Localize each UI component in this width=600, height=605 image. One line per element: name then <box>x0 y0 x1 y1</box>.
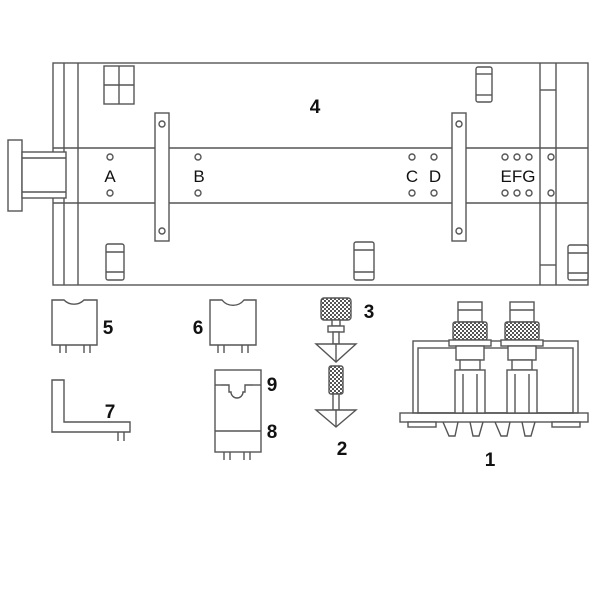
screw-part-2 <box>314 365 358 428</box>
base-plate-part-4 <box>52 62 589 286</box>
part-label-8: 8 <box>267 422 278 443</box>
part-label-3: 3 <box>364 302 375 323</box>
part-label-2: 2 <box>337 439 348 460</box>
jaw-block-part-5 <box>51 299 98 353</box>
clamp-screw-right <box>494 301 544 437</box>
position-label-efg: EFG <box>501 167 536 186</box>
left-end-stub <box>7 139 67 212</box>
clamp-assembly-part-1 <box>399 301 589 437</box>
part-label-9: 9 <box>267 375 278 396</box>
jaw-block-part-6 <box>209 299 257 353</box>
pad-bottom-right <box>567 244 589 281</box>
clamp-bar-right <box>451 112 467 242</box>
position-labels: A B C D EFG <box>104 167 535 186</box>
pad-bottom-left <box>105 243 125 281</box>
clamp-bar-left <box>154 112 170 242</box>
screw-part-3 <box>314 297 358 363</box>
position-label-b: B <box>193 167 204 186</box>
part-label-4: 4 <box>310 97 321 118</box>
part-label-1: 1 <box>485 450 496 471</box>
rail-holes <box>106 153 555 197</box>
jaw-insert-part-9 <box>215 384 261 399</box>
clamp-screw-left <box>442 301 492 437</box>
l-bracket-part-7 <box>51 379 131 441</box>
part-label-5: 5 <box>103 318 114 339</box>
part-label-7: 7 <box>105 402 116 423</box>
part-number-labels: 4 5 6 3 7 9 8 2 1 <box>103 97 496 471</box>
pad-bottom-center <box>353 241 375 281</box>
position-label-a: A <box>104 167 116 186</box>
position-label-d: D <box>429 167 441 186</box>
position-label-c: C <box>406 167 418 186</box>
jaw-holder-part-8 <box>214 369 262 460</box>
top-left-block <box>103 65 135 105</box>
part-label-6: 6 <box>193 318 204 339</box>
pad-top-right <box>475 66 493 103</box>
